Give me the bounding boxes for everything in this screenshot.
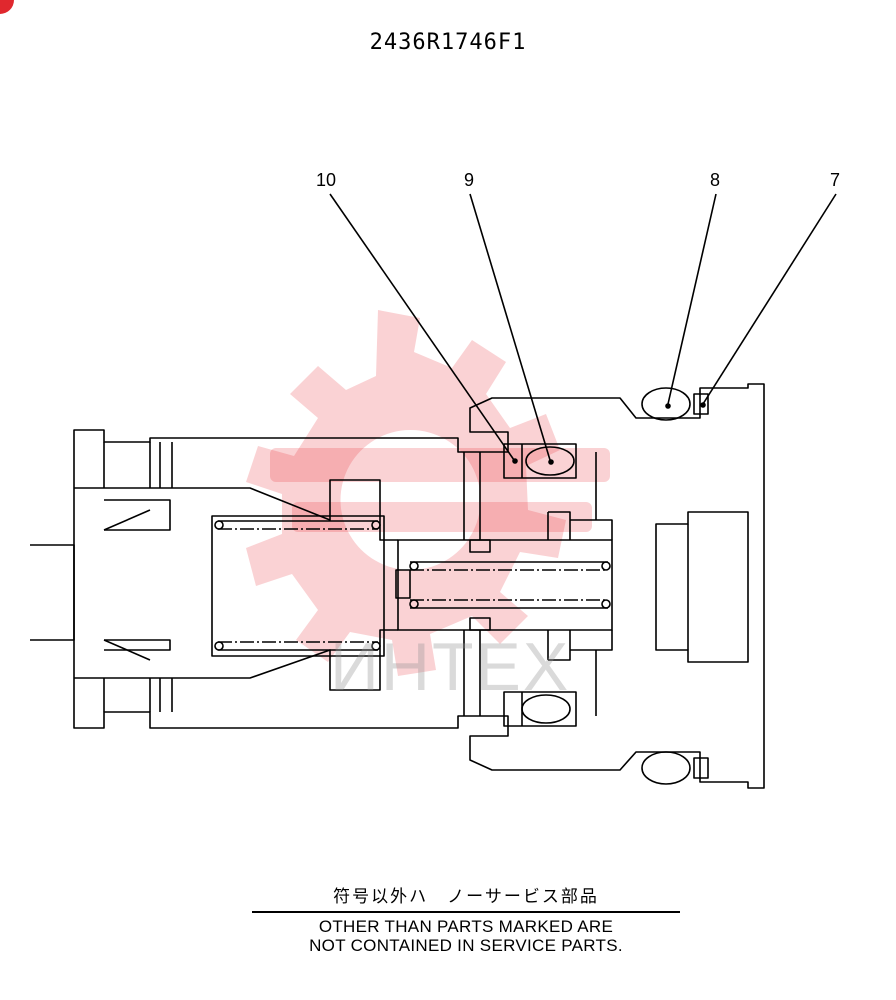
o-ring-8 (641, 387, 691, 421)
leader-8 (667, 193, 717, 405)
callout-9: 9 (464, 170, 475, 190)
leader-10 (329, 193, 515, 461)
part-number-title: 2436R1746F1 (369, 30, 527, 55)
gear-logo-icon (246, 310, 610, 676)
seal-pocket-lower (503, 691, 577, 727)
service-notice: 符号以外ハ ノーサービス部品 OTHER THAN PARTS MARKED A… (252, 882, 680, 955)
left-housing-inner (74, 442, 398, 712)
left-housing (73, 383, 765, 789)
notice-english-line2: NOT CONTAINED IN SERVICE PARTS. (309, 936, 623, 955)
leader-9 (469, 193, 551, 461)
seal-pocket-upper (503, 443, 577, 479)
o-ring-9 (525, 446, 575, 476)
notice-japanese: 符号以外ハ ノーサービス部品 (252, 882, 680, 913)
piston-bore (211, 515, 385, 657)
backup-ring-7 (693, 393, 709, 415)
callout-7: 7 (830, 170, 841, 190)
callout-10: 10 (316, 170, 337, 190)
right-boss (655, 511, 749, 663)
callout-8: 8 (710, 170, 721, 190)
leader-7 (702, 193, 837, 405)
shaft-stub (30, 544, 75, 641)
notice-english-line1: OTHER THAN PARTS MARKED ARE (318, 917, 614, 936)
watermark-text: ИНТЕХ (330, 629, 571, 705)
